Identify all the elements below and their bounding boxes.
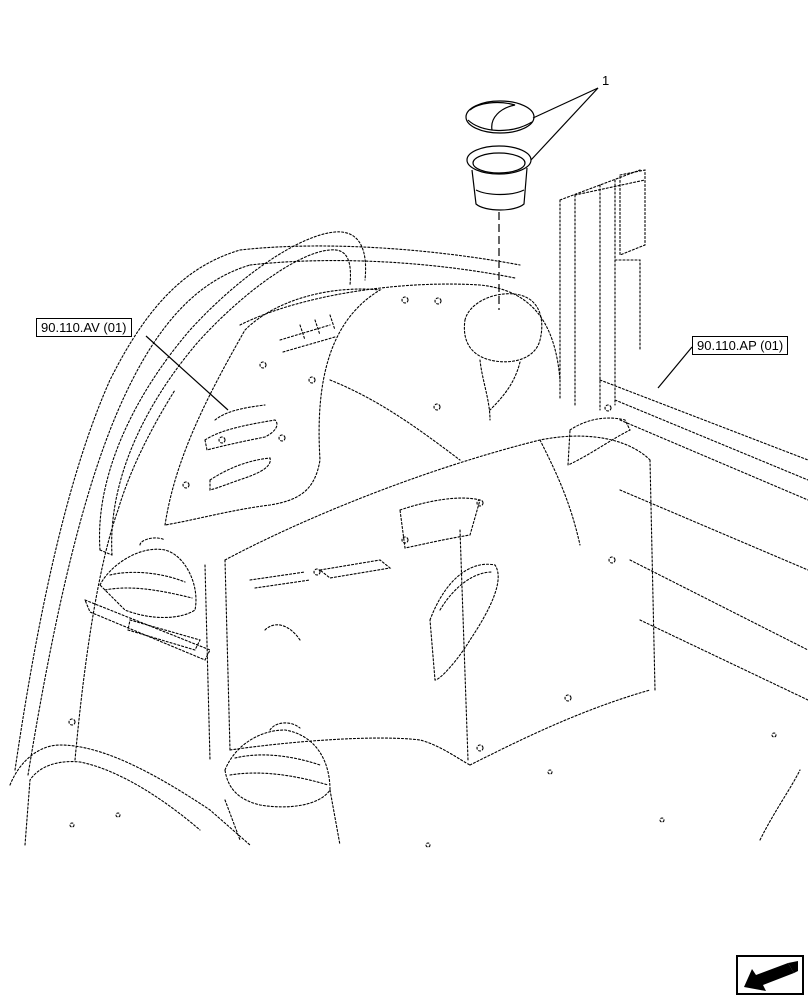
reference-leader-right <box>657 346 693 389</box>
back-arrow-icon[interactable] <box>736 955 804 995</box>
callout-leader-insert <box>530 87 599 161</box>
part-callout-number: 1 <box>602 73 610 88</box>
cab-frame-outline <box>14 245 521 776</box>
grab-handle <box>98 231 367 556</box>
cup-holder-insert <box>466 145 532 211</box>
lower-window-frame <box>9 718 251 846</box>
center-console-body <box>204 283 656 766</box>
callout-leader-lid <box>532 87 599 119</box>
cup-holder-lid <box>465 100 535 134</box>
floor-fasteners <box>425 732 801 848</box>
right-joystick-boot <box>224 722 341 846</box>
reference-label-left[interactable]: 90.110.AV (01) <box>36 318 135 340</box>
reference-label-right[interactable]: 90.110.AP (01) <box>692 336 792 358</box>
reference-leader-left <box>145 335 229 411</box>
cup-holder-recess <box>463 293 543 421</box>
console-grip-slot <box>429 563 499 681</box>
left-joystick-boot <box>83 537 211 661</box>
cup-holder-parts <box>145 87 693 411</box>
left-console-panel <box>164 288 382 526</box>
right-frame-rail <box>559 169 808 701</box>
